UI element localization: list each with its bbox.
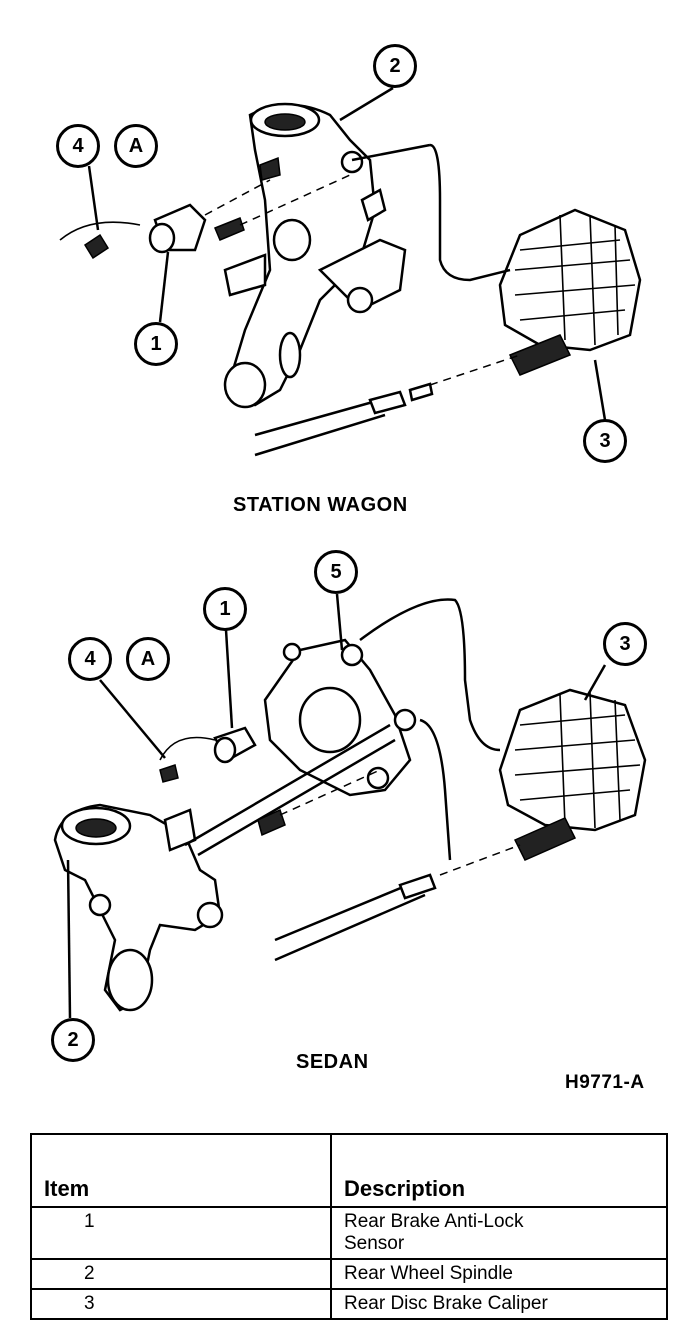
callout-2-bottom: 2 bbox=[51, 1018, 95, 1062]
callout-5-bottom: 5 bbox=[314, 550, 358, 594]
callout-4-top: 4 bbox=[56, 124, 100, 168]
item-description: Rear Wheel Spindle bbox=[330, 1258, 668, 1290]
callout-4-bottom: 4 bbox=[68, 637, 112, 681]
callout-3-bottom: 3 bbox=[603, 622, 647, 666]
item-description: Rear Brake Anti-Lock Sensor bbox=[330, 1206, 668, 1260]
item-header: Item bbox=[30, 1133, 332, 1208]
station-wagon-caliper bbox=[254, 143, 642, 457]
description-line: Rear Brake Anti-Lock bbox=[344, 1211, 524, 1232]
description-header: Description bbox=[330, 1133, 668, 1208]
brake-assembly-illustration bbox=[53, 86, 647, 1019]
callout-1-bottom: 1 bbox=[203, 587, 247, 631]
item-number: 2 bbox=[30, 1258, 332, 1290]
table-row: 1 Rear Brake Anti-Lock Sensor bbox=[30, 1206, 668, 1260]
station-wagon-spindle bbox=[223, 102, 407, 409]
sedan-caption: SEDAN bbox=[296, 1051, 369, 1073]
figure-id: H9771-A bbox=[565, 1072, 645, 1093]
parts-legend-table: Item Description 1 Rear Brake Anti-Lock … bbox=[30, 1133, 668, 1320]
station-wagon-caption: STATION WAGON bbox=[233, 494, 408, 516]
brake-diagram-figure: STATION WAGON SEDAN H9771-A 4 A 2 1 3 1 … bbox=[51, 44, 647, 1093]
callout-a-bottom: A bbox=[126, 637, 170, 681]
callout-a-top: A bbox=[114, 124, 158, 168]
sedan-caliper bbox=[274, 598, 647, 962]
item-description: Rear Disc Brake Caliper bbox=[330, 1288, 668, 1320]
sedan-backing-plate bbox=[184, 638, 417, 857]
callout-1-top: 1 bbox=[134, 322, 178, 366]
table-header-row: Item Description bbox=[30, 1133, 668, 1208]
callout-2-top: 2 bbox=[373, 44, 417, 88]
table-row: 2 Rear Wheel Spindle bbox=[30, 1258, 668, 1290]
item-number: 1 bbox=[30, 1206, 332, 1260]
sedan-sensor bbox=[159, 726, 381, 837]
station-wagon-sensor bbox=[59, 156, 351, 260]
table-row: 3 Rear Disc Brake Caliper bbox=[30, 1288, 668, 1320]
description-line: Sensor bbox=[344, 1233, 405, 1254]
callout-3-top: 3 bbox=[583, 419, 627, 463]
sedan-spindle bbox=[53, 803, 224, 1012]
item-number: 3 bbox=[30, 1288, 332, 1320]
